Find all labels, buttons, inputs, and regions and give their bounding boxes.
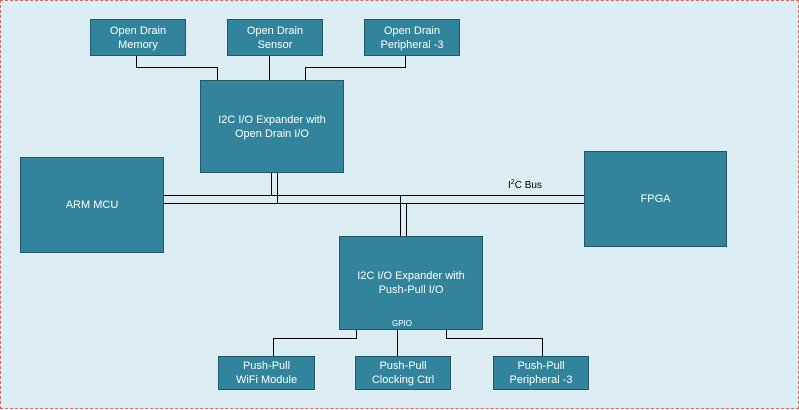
push-pull-peripheral-block: Push-Pull Peripheral -3 — [493, 356, 589, 390]
wire-od-peripheral — [305, 56, 406, 80]
i2c-bus-label: I2C Bus — [508, 179, 542, 192]
wire-memory — [136, 56, 218, 80]
wire-pp-peripheral — [446, 330, 543, 356]
i2c-expander-open-drain-line2: Open Drain I/O — [235, 127, 309, 140]
gpio-label: GPIO — [392, 319, 413, 328]
i2c-bus-label-prefix: I — [508, 180, 511, 191]
open-drain-memory-line1: Open Drain — [109, 24, 167, 37]
arm-mcu-block: ARM MCU — [20, 157, 164, 253]
open-drain-memory-block: Open Drain Memory — [90, 19, 186, 56]
i2c-expander-push-pull-block: I2C I/O Expander with Push-Pull I/O GPIO — [339, 236, 483, 330]
open-drain-sensor-block: Open Drain Sensor — [227, 19, 323, 56]
push-pull-wifi-line1: Push-Pull — [242, 360, 291, 372]
i2c-expander-open-drain-block: I2C I/O Expander with Open Drain I/O — [200, 80, 344, 173]
i2c-bus-label-sup: 2 — [510, 179, 515, 186]
i2c-expander-open-drain-line1: I2C I/O Expander with — [218, 113, 326, 126]
push-pull-clocking-line2: Clocking Ctrl — [371, 374, 435, 386]
open-drain-peripheral-line1: Open Drain — [383, 24, 441, 37]
push-pull-wifi-line2: WiFi Module — [235, 374, 298, 386]
push-pull-wifi-block: Push-Pull WiFi Module — [218, 356, 315, 390]
fpga-block: FPGA — [584, 151, 727, 247]
push-pull-peripheral-line2: Peripheral -3 — [509, 374, 573, 386]
push-pull-clocking-block: Push-Pull Clocking Ctrl — [355, 356, 451, 390]
push-pull-clocking-line1: Push-Pull — [379, 360, 427, 372]
push-pull-peripheral-line1: Push-Pull — [517, 360, 565, 372]
wire-wifi — [273, 330, 357, 356]
arm-mcu-label: ARM MCU — [65, 199, 119, 211]
fpga-label: FPGA — [640, 193, 671, 205]
i2c-expander-push-pull-line2: Push-Pull I/O — [378, 284, 444, 296]
i2c-bus-label-suffix: C Bus — [514, 180, 542, 191]
open-drain-sensor-line1: Open Drain — [246, 24, 304, 37]
i2c-expander-push-pull-line1: I2C I/O Expander with — [357, 270, 465, 282]
open-drain-sensor-line2: Sensor — [257, 38, 293, 51]
open-drain-peripheral-block: Open Drain Peripheral -3 — [364, 19, 460, 56]
open-drain-peripheral-line2: Peripheral -3 — [380, 38, 444, 51]
open-drain-memory-line2: Memory — [118, 38, 158, 51]
